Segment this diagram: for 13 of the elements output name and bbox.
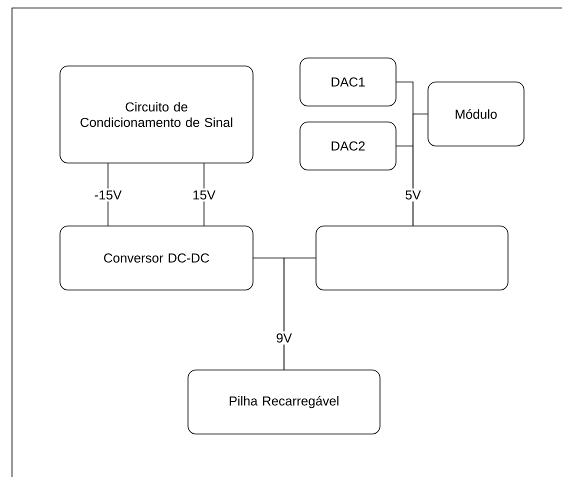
edge-label: 5V [403,188,423,202]
connector-line [412,114,428,226]
edge-label: 9V [274,331,294,345]
connector-line [284,258,316,370]
process-box: Pilha Recarregável [188,370,380,434]
process-box: DAC1 [300,58,396,106]
process-box: Circuito de Condicionamento de Sinal [60,66,254,164]
empty-box [316,226,508,290]
process-box: Módulo [428,82,524,146]
process-box: DAC2 [300,122,396,170]
edge-label: 15V [190,188,218,202]
edge-label: -15V [92,188,124,202]
process-box: Conversor DC-DC [60,226,254,290]
